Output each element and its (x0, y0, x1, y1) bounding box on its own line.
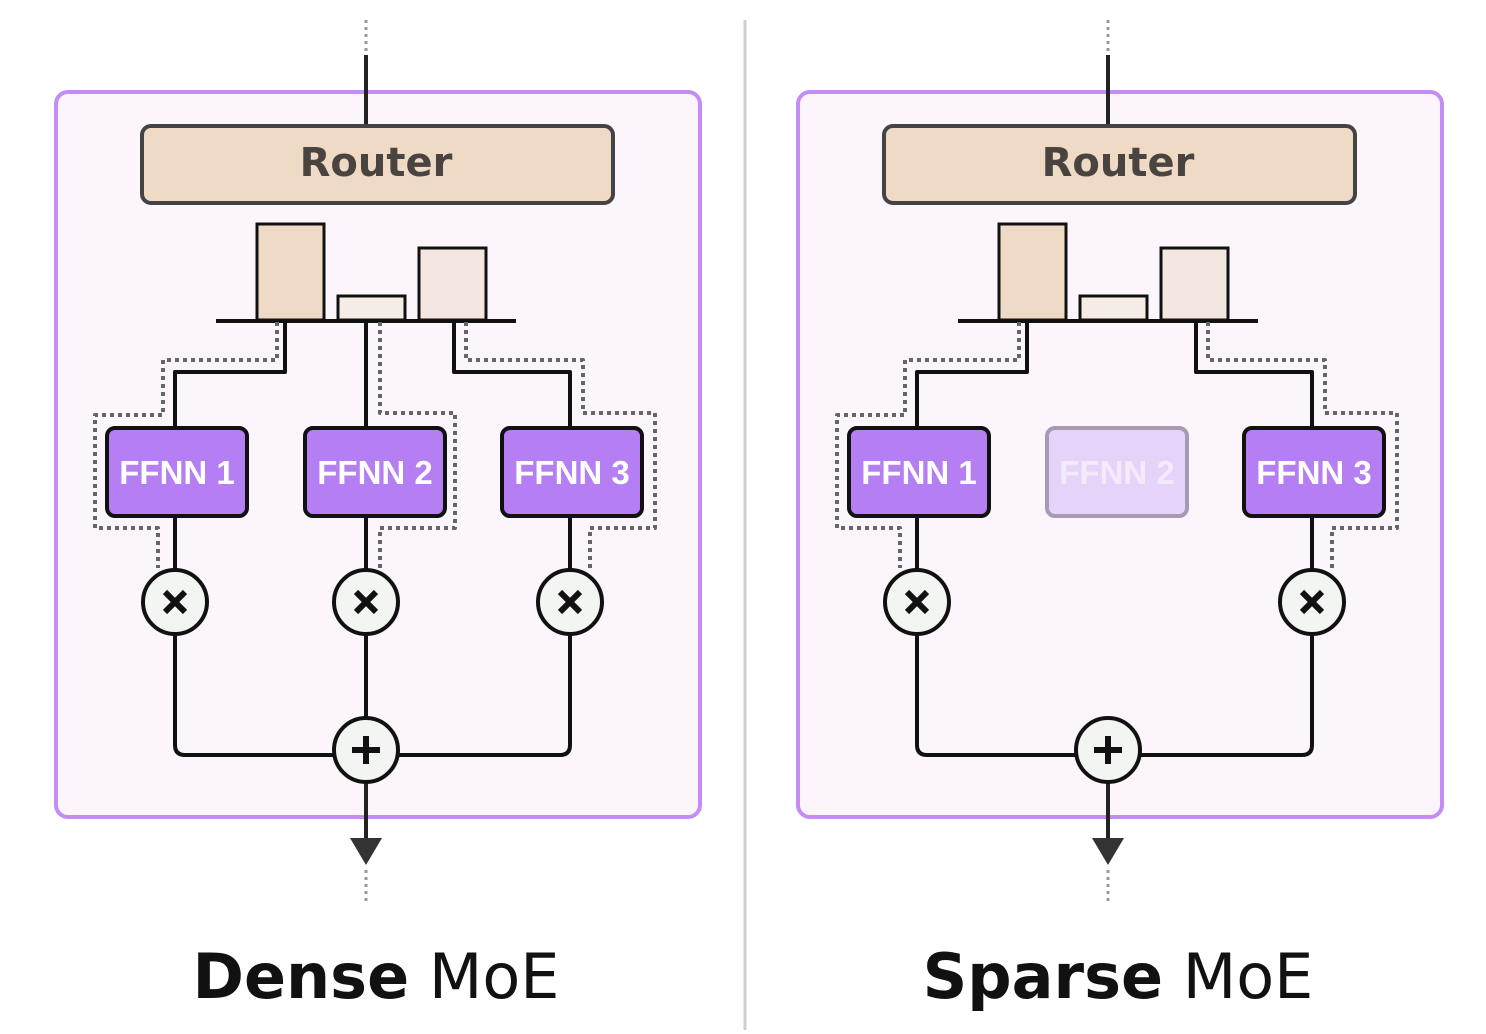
router-box (882, 124, 1357, 205)
router-weight-bar-2 (336, 294, 407, 322)
expert-box-ffnn-3 (1242, 426, 1386, 518)
panel-title-rest: MoE (1163, 940, 1313, 1013)
expert-label-ffnn-2: FFNN 2 (1059, 454, 1175, 491)
expert-label-ffnn-1: FFNN 1 (861, 454, 977, 491)
multiply-glyph (557, 589, 583, 615)
expert-label-ffnn-1: FFNN 1 (119, 454, 235, 491)
router-label: Router (300, 140, 453, 186)
route-line-1 (173, 322, 287, 428)
add-glyph (352, 736, 380, 764)
add-glyph (1094, 736, 1122, 764)
route-line-1 (915, 322, 1029, 428)
expert-box-ffnn-2 (1045, 426, 1189, 518)
multiply-glyph (353, 589, 379, 615)
expert-box-ffnn-3 (500, 426, 644, 518)
panel-title: Dense MoE (193, 940, 560, 1013)
expert-label-ffnn-3: FFNN 3 (1256, 454, 1372, 491)
router-weight-bar-3 (417, 246, 488, 322)
expert-box-ffnn-2 (303, 426, 447, 518)
router-weight-bar-1 (255, 222, 326, 322)
route-dotted-path-3 (1206, 322, 1399, 568)
route-line-3 (1194, 322, 1314, 428)
router-weight-bar-3 (1159, 246, 1230, 322)
route-dotted-path-1 (835, 322, 1021, 568)
route-line-3 (452, 322, 572, 428)
panel-title-rest: MoE (409, 940, 559, 1013)
multiply-glyph (1299, 589, 1325, 615)
panel-title: Sparse MoE (923, 940, 1314, 1013)
sum-line (1108, 634, 1314, 757)
panel-title-bold: Sparse (923, 940, 1163, 1013)
expert-box-ffnn-1 (105, 426, 249, 518)
route-dotted-path-3 (464, 322, 657, 568)
sum-line (366, 634, 572, 757)
output-arrow-icon (350, 838, 382, 865)
multiply-glyph (904, 589, 930, 615)
router-box (140, 124, 615, 205)
output-arrow-icon (1092, 838, 1124, 865)
sum-line (915, 634, 1108, 757)
multiply-glyph (162, 589, 188, 615)
router-weight-bar-1 (997, 222, 1068, 322)
route-dotted-path-1 (93, 322, 279, 568)
sum-line (173, 634, 366, 757)
router-label: Router (1042, 140, 1195, 186)
route-dotted-path-2 (378, 322, 457, 568)
panel-title-bold: Dense (193, 940, 410, 1013)
expert-label-ffnn-3: FFNN 3 (514, 454, 630, 491)
router-weight-bar-2 (1078, 294, 1149, 322)
expert-box-ffnn-1 (847, 426, 991, 518)
expert-label-ffnn-2: FFNN 2 (317, 454, 433, 491)
